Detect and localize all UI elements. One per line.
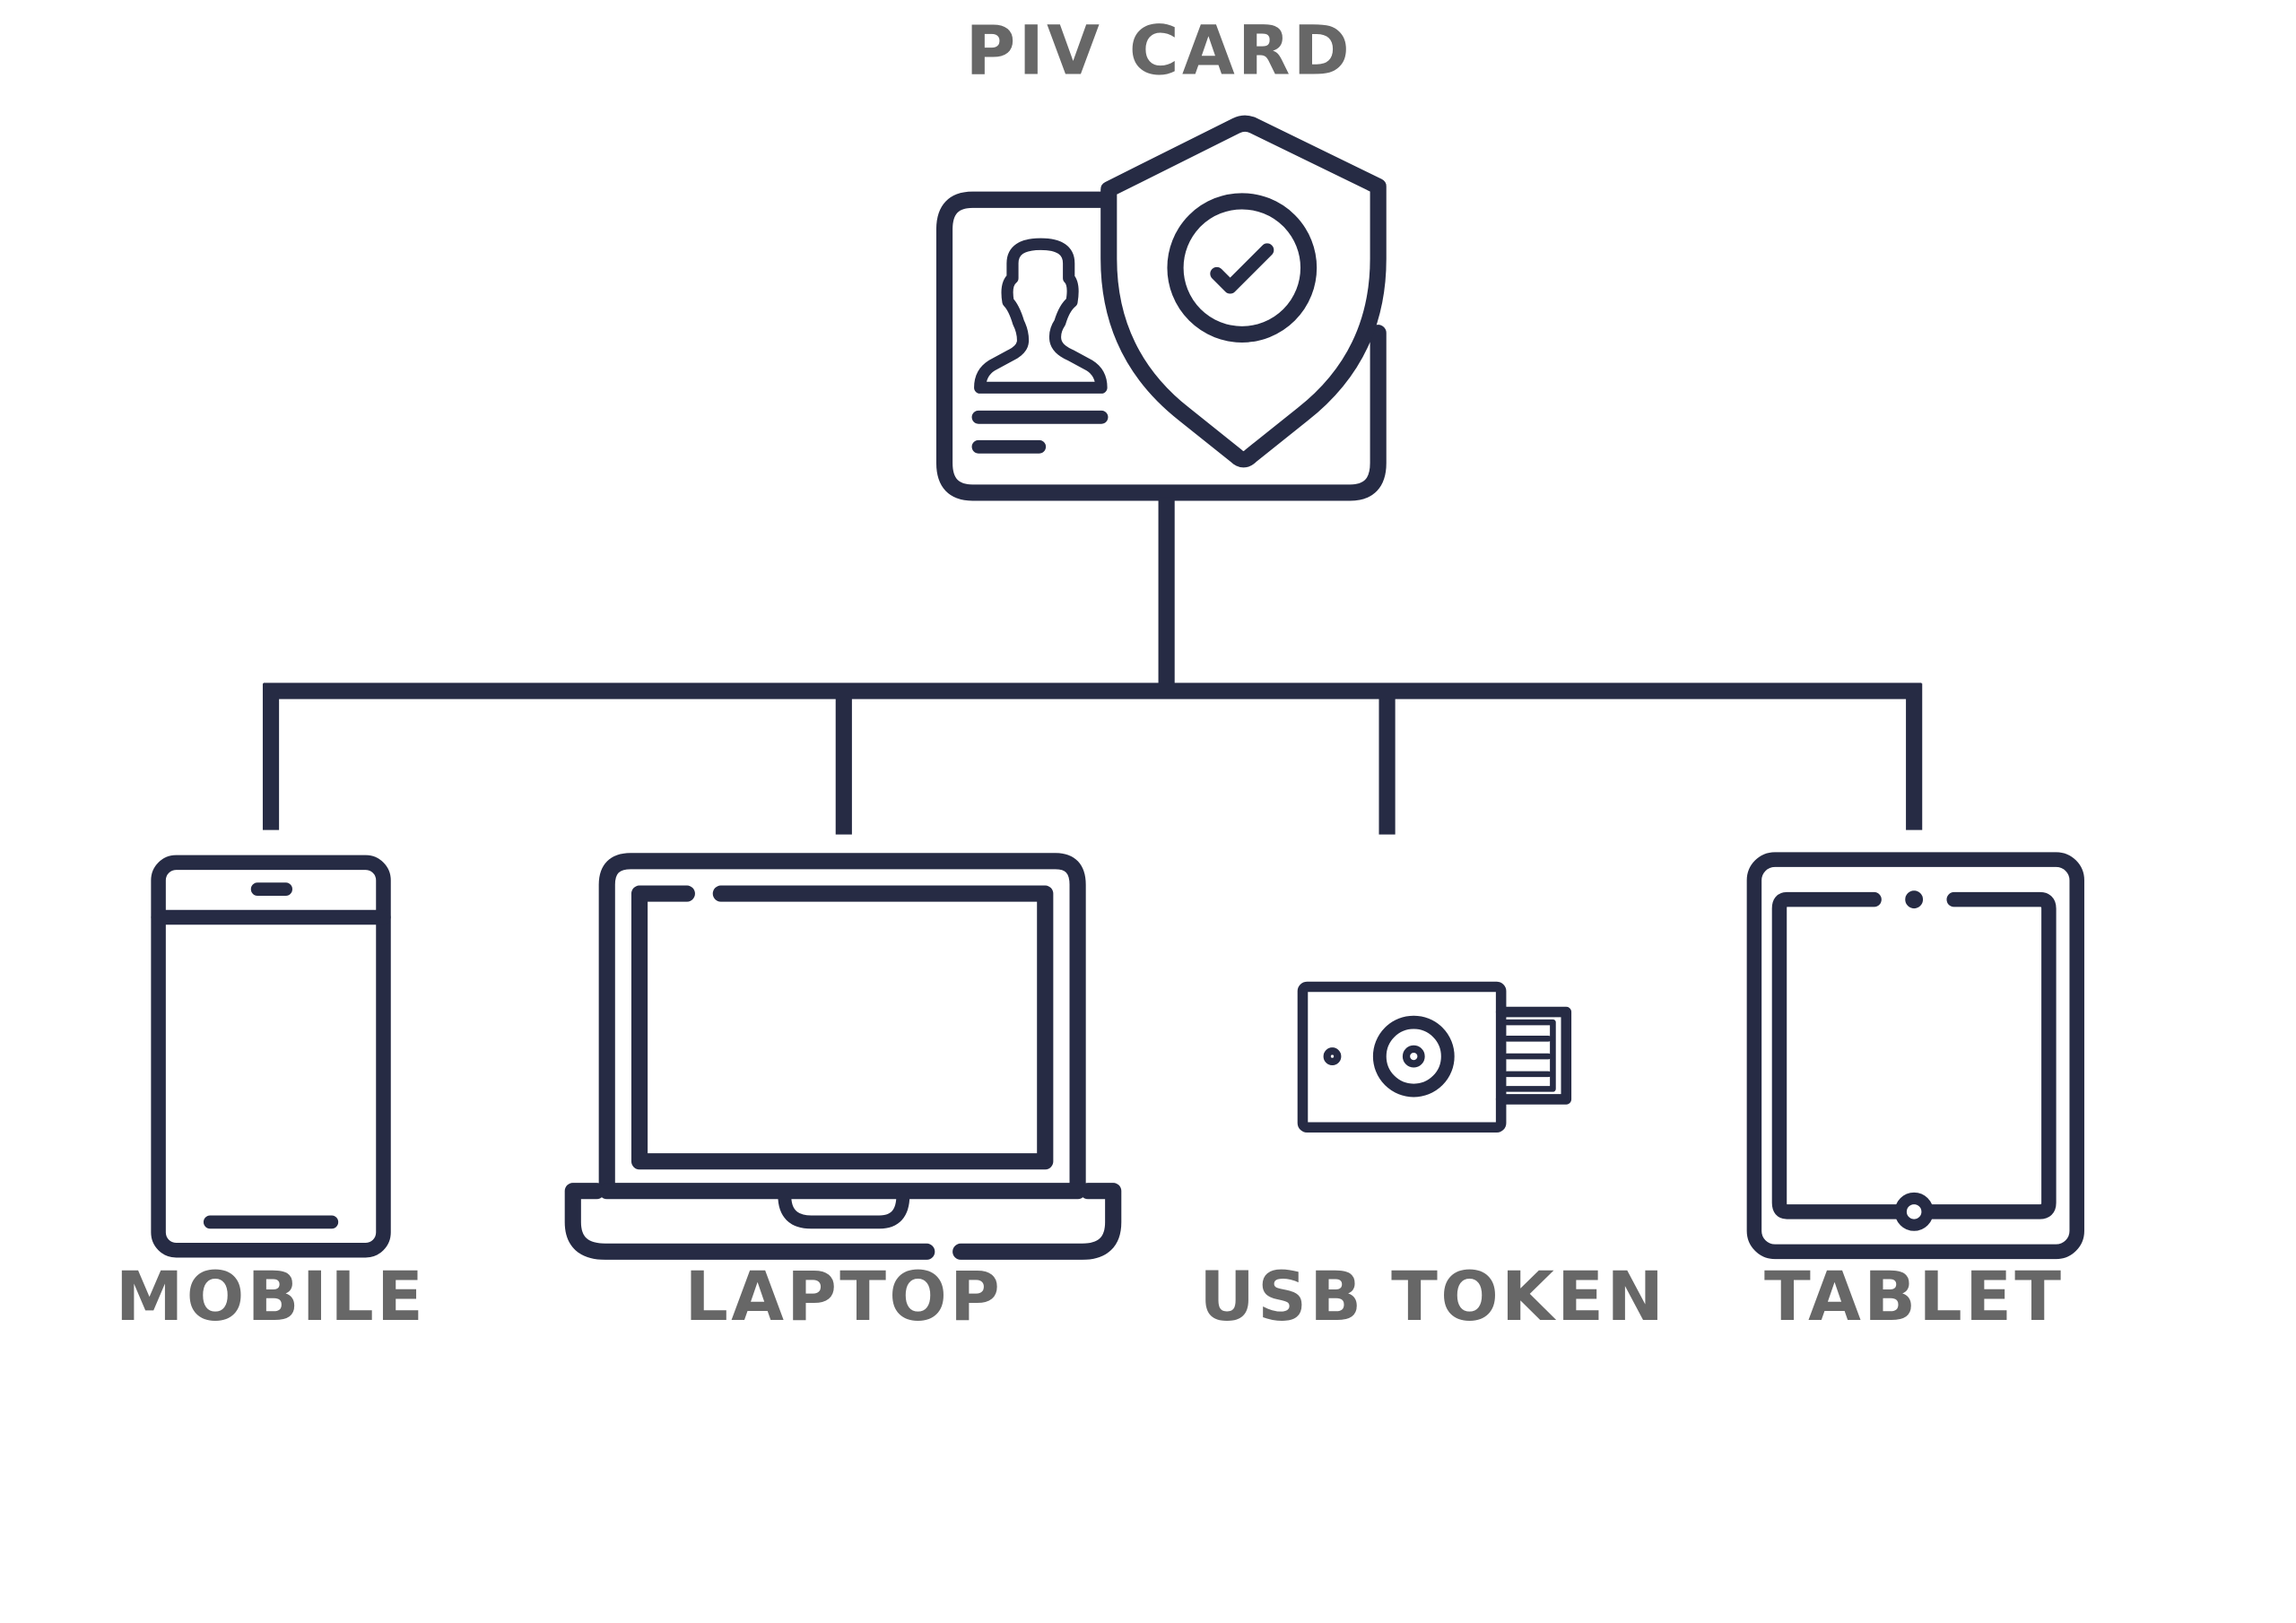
laptop-icon [564,853,1122,1260]
device-label-laptop: LAPTOP [685,1257,1004,1336]
device-label-mobile: MOBILE [116,1257,426,1336]
device-label-tablet: TABLET [1764,1257,2064,1336]
connector-lines [262,497,1923,835]
mobile-phone-icon [151,855,391,1258]
root-label: PIV CARD [966,12,1352,91]
id-card-shield-check-icon [935,115,1387,501]
device-label-usb-token: USB TOKEN [1199,1257,1666,1336]
tablet-icon [1746,852,2084,1260]
usb-token-icon [1297,981,1572,1133]
